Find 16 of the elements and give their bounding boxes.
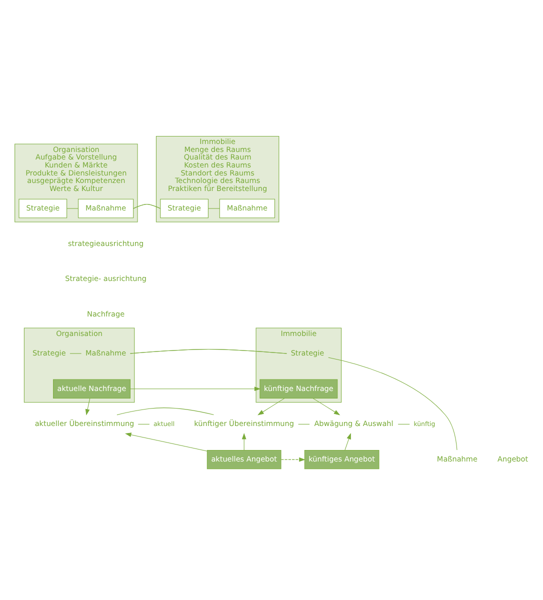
- connector: [298, 423, 310, 424]
- arrow: [312, 398, 340, 415]
- arrow: [130, 386, 261, 391]
- connector: [130, 348, 287, 354]
- arrow: [280, 456, 306, 462]
- connector: [133, 203, 161, 208]
- connector: [138, 423, 150, 424]
- arrow: [344, 432, 351, 450]
- connector: [70, 352, 82, 354]
- arrow: [242, 432, 246, 450]
- arrow: [85, 398, 90, 415]
- arrow: [258, 398, 285, 415]
- connector: [116, 407, 214, 415]
- arrow: [125, 432, 208, 451]
- connector: [398, 423, 410, 424]
- connector: [328, 356, 458, 450]
